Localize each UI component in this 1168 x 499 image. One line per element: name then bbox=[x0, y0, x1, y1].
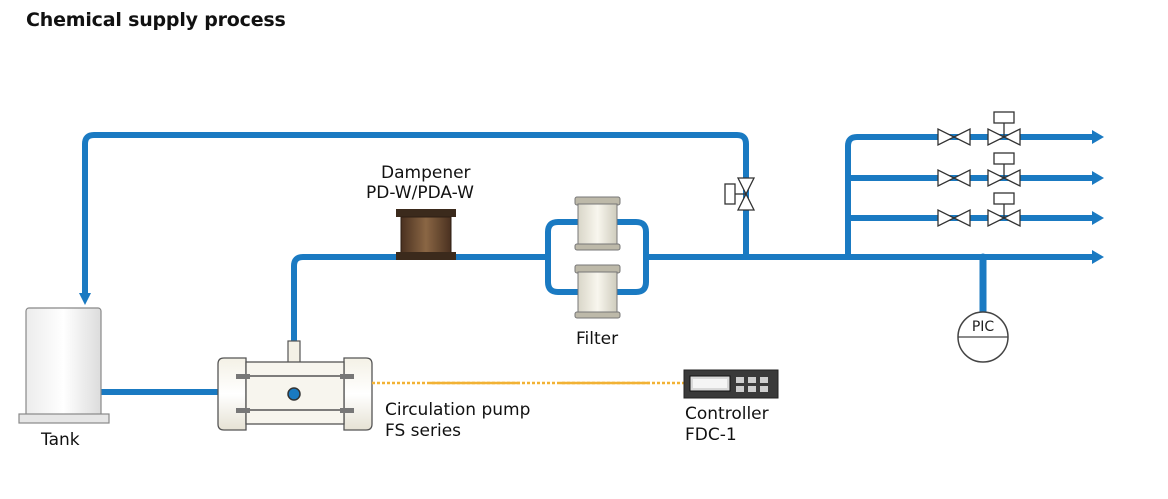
filter-label: Filter bbox=[576, 329, 619, 349]
pump-label: Circulation pump bbox=[385, 400, 531, 420]
controller-label: Controller bbox=[685, 404, 769, 424]
dampener-model-label: PD-W/PDA-W bbox=[366, 183, 474, 203]
control-valve-icon bbox=[987, 152, 1021, 188]
pipe-network bbox=[82, 132, 1099, 395]
pic-label: PIC bbox=[972, 319, 995, 335]
manual-valve-icon bbox=[937, 168, 971, 188]
filter-icon bbox=[574, 264, 621, 319]
control-valve-icon bbox=[987, 111, 1021, 147]
manual-valve-icon bbox=[937, 127, 971, 147]
dampener-label: Dampener bbox=[381, 163, 471, 183]
dampener-icon bbox=[396, 209, 456, 260]
diagram-title: Chemical supply process bbox=[26, 9, 286, 31]
tank-label: Tank bbox=[41, 430, 80, 450]
control-valve-icon bbox=[724, 177, 756, 211]
controller-model-label: FDC-1 bbox=[685, 425, 737, 445]
return-pipe bbox=[82, 132, 749, 299]
branch-valves bbox=[937, 111, 1021, 228]
branch-manifold bbox=[845, 134, 1099, 260]
pump-model-label: FS series bbox=[385, 421, 462, 441]
tank-icon bbox=[18, 307, 110, 424]
pressure-indicator-controller-icon: PIC bbox=[957, 311, 1009, 363]
arrow-right-icon bbox=[1092, 211, 1104, 225]
filter-icon bbox=[574, 196, 621, 251]
arrow-right-icon bbox=[1092, 171, 1104, 185]
circulation-pump-icon bbox=[217, 340, 373, 431]
control-valve-icon bbox=[987, 192, 1021, 228]
controller-unit-icon bbox=[683, 369, 779, 399]
arrow-right-icon bbox=[1092, 250, 1104, 264]
supply-pipe bbox=[291, 254, 551, 345]
arrow-down-icon bbox=[79, 293, 91, 305]
arrow-right-icon bbox=[1092, 130, 1104, 144]
manual-valve-icon bbox=[937, 208, 971, 228]
